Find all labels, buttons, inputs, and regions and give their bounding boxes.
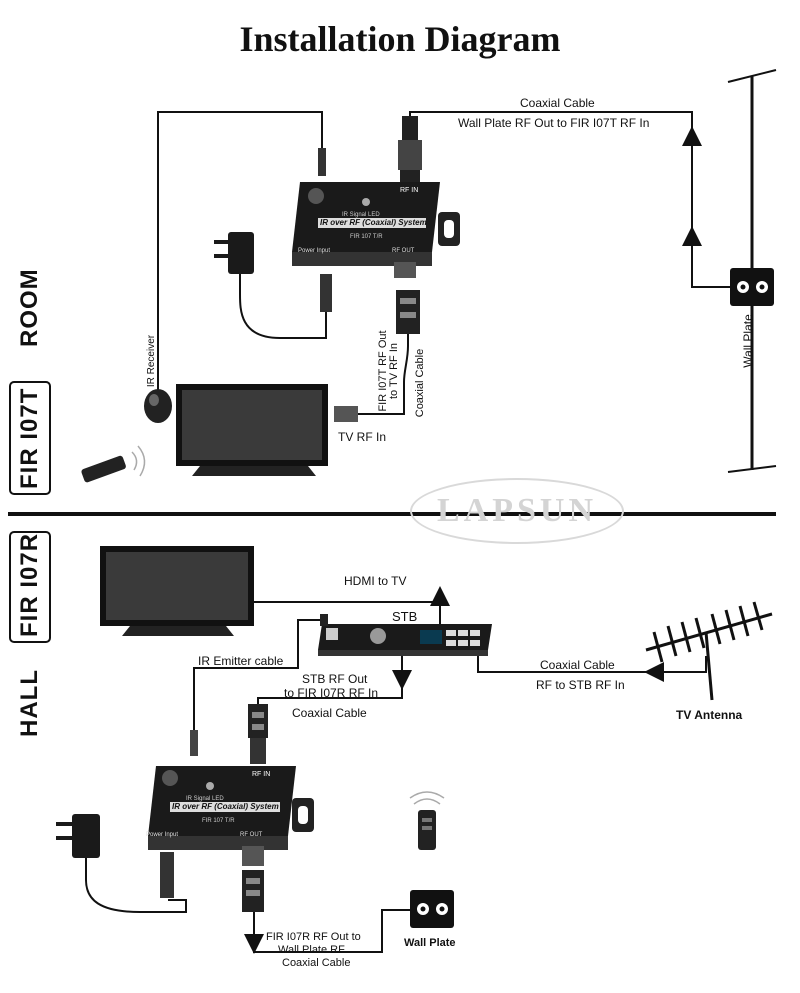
room-rf-out-connector-icon — [396, 290, 420, 334]
hall-out-label-3: Coaxial Cable — [282, 957, 351, 969]
antenna-desc-label: RF to STB RF In — [536, 678, 625, 692]
fir107r-section-label: FIR I07R — [16, 532, 43, 637]
hall-power-adapter-icon — [56, 814, 100, 858]
room-coax-vertical-label: Coaxial Cable — [414, 348, 426, 418]
hall-device-led-label: IR Signal LED — [186, 796, 224, 802]
stb-rf-out-label-2: to FIR I07R RF In — [284, 686, 379, 700]
room-rf-in-connector-icon — [398, 116, 422, 182]
ir-receiver-plug — [318, 148, 326, 176]
room-remote-icon — [81, 455, 126, 483]
room-tv-coax-cable — [348, 334, 409, 415]
stb-label: STB — [392, 609, 418, 624]
antenna-coax-label: Coaxial Cable — [540, 658, 615, 672]
ir-emitter-plug — [190, 730, 198, 756]
hall-wall-plate-label: Wall Plate — [404, 937, 456, 949]
room-power-adapter-icon — [214, 232, 254, 274]
hall-coax-label: Coaxial Cable — [292, 706, 367, 720]
hall-rf-out-connector-icon — [242, 870, 264, 912]
tv-antenna-icon — [645, 601, 773, 701]
fir107t-section-label: FIR I07T — [16, 387, 43, 489]
room-remote-signal-icon — [131, 445, 146, 477]
ir-receiver-icon — [144, 389, 172, 423]
room-device-rf-out-label: RF OUT — [392, 248, 415, 254]
hall-device-rf-in-label: RF IN — [252, 771, 271, 778]
hall-power-plug — [160, 852, 174, 898]
hall-device-power-label: Power Input — [146, 832, 179, 838]
room-coax-title: Coaxial Cable — [520, 96, 595, 110]
room-power-cable — [239, 274, 327, 339]
hall-remote-signal-icon — [409, 791, 445, 805]
room-device-led-label: IR Signal LED — [342, 212, 380, 218]
ir-receiver-label: IR Receiver — [146, 334, 157, 388]
room-section-label: ROOM — [16, 268, 43, 347]
fir107t-label-box — [9, 381, 51, 495]
room-power-plug — [320, 274, 332, 312]
hall-device-model-label: FIR 107 T/R — [202, 818, 235, 824]
tv-antenna-label: TV Antenna — [676, 708, 743, 722]
room-device-model-label: FIR 107 T/R — [350, 234, 383, 240]
hall-device-system-label: IR over RF (Coaxial) System — [172, 802, 279, 811]
hall-rf-in-connector-icon — [248, 704, 268, 764]
ir-receiver-cable — [157, 111, 323, 390]
antenna-coax-cable — [477, 656, 707, 673]
hall-remote-icon — [418, 810, 436, 850]
hall-device-rf-out-label: RF OUT — [240, 832, 263, 838]
room-wall-plate-label: Wall Plate — [741, 314, 755, 368]
tv-rf-plug — [334, 406, 358, 422]
hall-out-label-2: Wall Plate RF — [278, 944, 345, 956]
room-coax-desc: Wall Plate RF Out to FIR I07T RF In — [458, 116, 650, 130]
room-device-system-label: IR over RF (Coaxial) System — [320, 218, 427, 227]
tv-rf-in-label: TV RF In — [338, 430, 387, 444]
room-tv-icon — [176, 384, 328, 476]
room-device-power-label: Power Input — [298, 248, 331, 254]
ir-emitter-cable — [193, 619, 324, 732]
hall-receiver-device-icon — [148, 766, 314, 866]
hall-out-label-1: FIR I07R RF Out to — [266, 931, 361, 943]
room-transmitter-device-icon — [292, 182, 460, 278]
wall-plate-room-icon — [730, 268, 774, 306]
hall-power-cable — [85, 858, 187, 913]
stb-rf-out-label-1: STB RF Out — [302, 672, 368, 686]
room-device-rf-in-label: RF IN — [400, 187, 419, 194]
room-rf-out-label-2: to TV RF In — [388, 342, 400, 400]
fir107r-label-box — [9, 531, 51, 643]
stb-device-icon — [318, 624, 492, 656]
hall-section-label: HALL — [16, 669, 43, 737]
watermark-logo: LAPSUN — [410, 478, 624, 544]
diagram-title: Installation Diagram — [239, 19, 561, 59]
wall-bottom-edge — [727, 465, 777, 473]
ir-emitter-head — [320, 614, 328, 626]
ir-emitter-label: IR Emitter cable — [198, 654, 284, 668]
wall-plate-hall-icon — [410, 890, 454, 928]
hall-tv-icon — [100, 546, 254, 636]
room-coax-cable — [409, 111, 730, 288]
hdmi-label: HDMI to TV — [344, 574, 407, 588]
